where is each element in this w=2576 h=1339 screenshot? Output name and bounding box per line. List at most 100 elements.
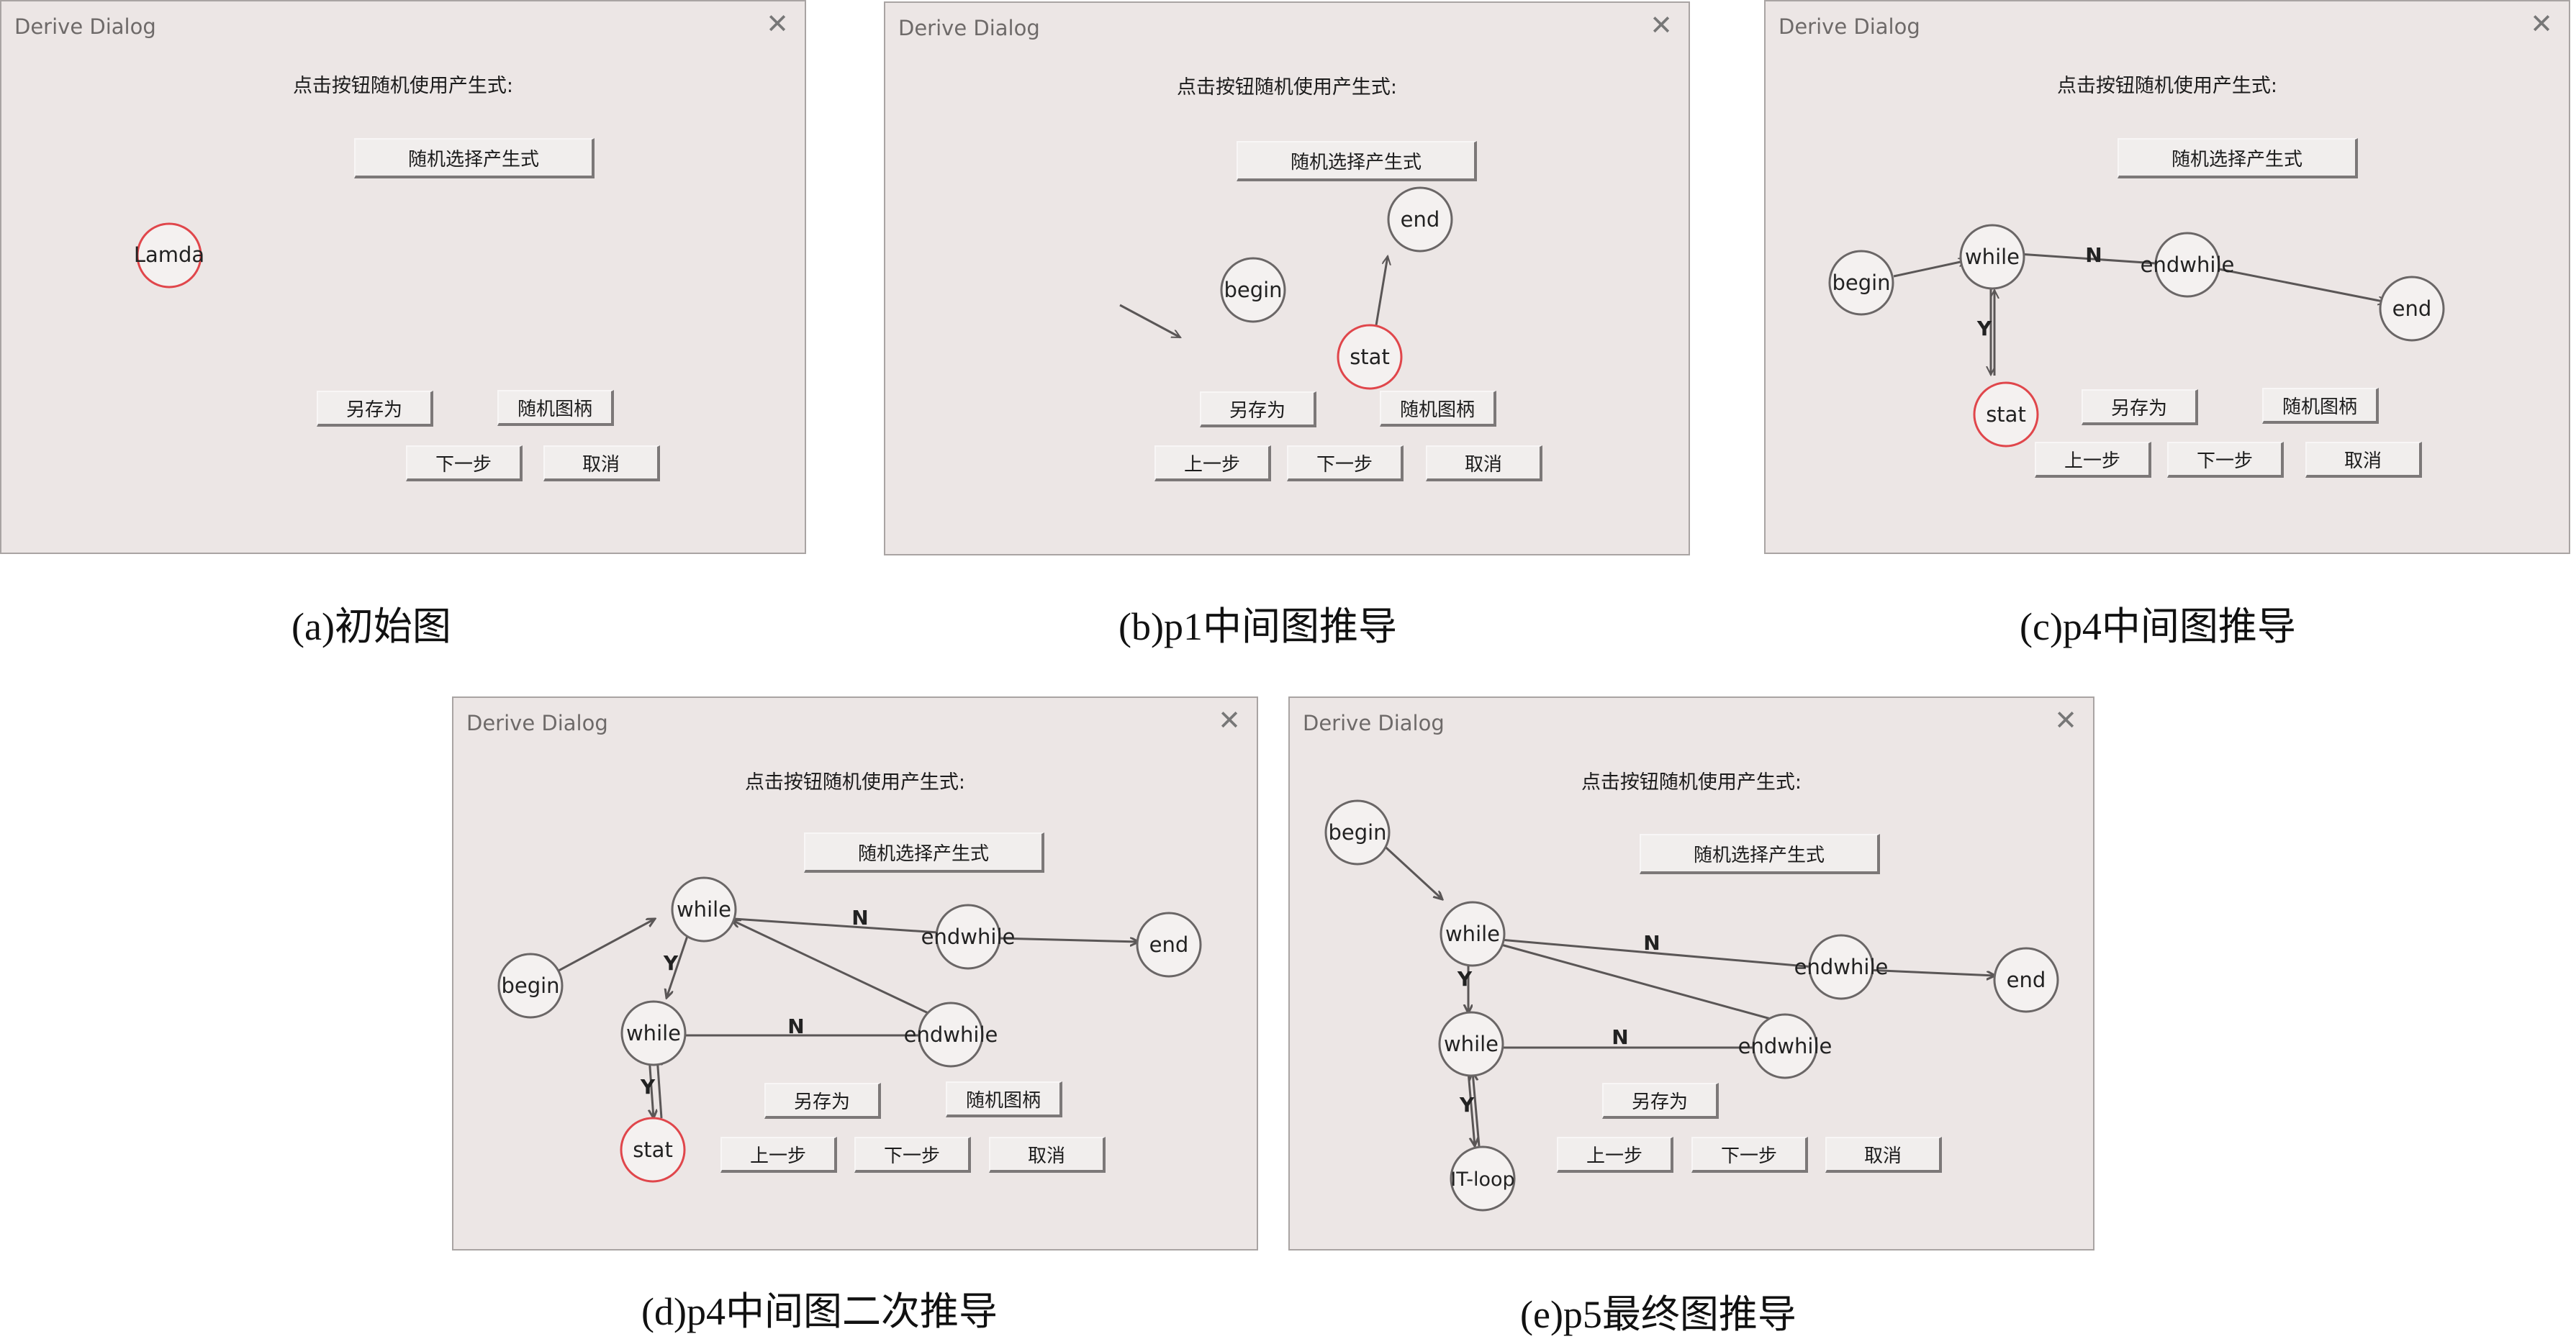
graph-node — [620, 1000, 687, 1066]
edge-label: Y — [663, 951, 679, 975]
node-label: begin — [501, 973, 559, 998]
graph-node — [1438, 1011, 1504, 1077]
graph-edge — [1119, 304, 1180, 339]
close-icon[interactable]: ✕ — [766, 8, 789, 40]
caption-c: (c)p4中间图推导 — [2020, 605, 2296, 648]
graph-node — [1220, 257, 1286, 323]
random-graph-button[interactable]: 随机图柄 — [1380, 391, 1496, 427]
choose-production-button[interactable]: 随机选择产生式 — [1640, 834, 1880, 874]
choose-production-button[interactable]: 随机选择产生式 — [1237, 141, 1477, 181]
save-as-button[interactable]: 另存为 — [1602, 1083, 1719, 1119]
node-label: end — [1149, 932, 1189, 957]
save-as-button[interactable]: 另存为 — [2082, 389, 2198, 425]
graph-node — [2379, 276, 2445, 342]
cancel-button[interactable]: 取消 — [543, 445, 660, 481]
graph-node — [620, 1117, 686, 1183]
cancel-button[interactable]: 取消 — [989, 1137, 1106, 1173]
node-label: stat — [1986, 402, 2026, 427]
choose-production-button[interactable]: 随机选择产生式 — [804, 832, 1044, 873]
derivation-graph: N Y N Y begin while endwhile end while e… — [1324, 799, 2059, 1212]
graph-edge — [1375, 256, 1388, 326]
graph-node — [1828, 250, 1894, 316]
save-as-button[interactable]: 另存为 — [764, 1083, 881, 1119]
next-step-button[interactable]: 下一步 — [1287, 445, 1404, 481]
graph-node — [918, 1002, 984, 1068]
graph-node — [935, 904, 1001, 970]
save-as-button[interactable]: 另存为 — [317, 391, 433, 427]
graph-edge — [2018, 253, 2156, 265]
next-step-button[interactable]: 下一步 — [2167, 442, 2284, 478]
prompt-text: 点击按钮随机使用产生式: — [2056, 75, 2278, 97]
node-label: endwhile — [1794, 955, 1889, 979]
caption-a: (a)初始图 — [292, 605, 451, 648]
edge-label: Y — [640, 1075, 656, 1099]
node-label: while — [626, 1021, 681, 1045]
graph-node — [1752, 1013, 1818, 1079]
edge-label: N — [851, 906, 868, 930]
edge-label: N — [787, 1015, 804, 1038]
prev-step-button[interactable]: 上一步 — [2035, 442, 2151, 478]
dialog-e: Derive Dialog ✕ 点击按钮随机使用产生式: 随机选择产生式 N Y… — [1288, 696, 2094, 1251]
node-label: while — [1965, 245, 2020, 269]
edge-label: Y — [1457, 967, 1473, 991]
graph-node — [1973, 381, 2039, 448]
node-label: begin — [1832, 271, 1890, 295]
close-icon[interactable]: ✕ — [2530, 8, 2553, 40]
cancel-button[interactable]: 取消 — [1426, 445, 1542, 481]
cancel-button[interactable]: 取消 — [1825, 1137, 1942, 1173]
graph-node — [1993, 947, 2059, 1013]
edge-label: Y — [1459, 1093, 1475, 1117]
cancel-button[interactable]: 取消 — [2305, 442, 2422, 478]
prev-step-button[interactable]: 上一步 — [1557, 1137, 1673, 1173]
graph-edge — [1893, 260, 1967, 278]
derivation-graph: N Y N Y begin while endwhile end while e… — [497, 876, 1202, 1183]
prompt-text: 点击按钮随机使用产生式: — [1581, 771, 1802, 794]
choose-production-button[interactable]: 随机选择产生式 — [2118, 138, 2358, 178]
graph-node — [671, 876, 737, 943]
dialog-b: Derive Dialog ✕ 点击按钮随机使用产生式: 随机选择产生式 end… — [884, 1, 1690, 555]
next-step-button[interactable]: 下一步 — [854, 1137, 971, 1173]
dialog-c: Derive Dialog ✕ 点击按钮随机使用产生式: 随机选择产生式 N Y… — [1764, 0, 2570, 554]
graph-edge — [997, 937, 1139, 942]
dialog-title: Derive Dialog — [898, 16, 1040, 40]
graph-node — [136, 222, 202, 289]
graph-edge — [1486, 940, 1805, 1030]
save-as-button[interactable]: 另存为 — [1200, 391, 1316, 427]
edge-label: N — [2085, 243, 2102, 267]
close-icon[interactable]: ✕ — [1218, 704, 1241, 736]
random-graph-button[interactable]: 随机图柄 — [946, 1081, 1062, 1117]
next-step-button[interactable]: 下一步 — [1691, 1137, 1808, 1173]
title-bar: Derive Dialog ✕ — [885, 3, 1689, 52]
close-icon[interactable]: ✕ — [1650, 9, 1673, 41]
graph-node — [1324, 799, 1391, 866]
graph-node — [1450, 1145, 1516, 1212]
graph-node — [1959, 224, 2025, 290]
graph-edge — [1865, 968, 1995, 976]
node-label: begin — [1328, 820, 1386, 845]
node-label: end — [1401, 207, 1440, 232]
node-label: end — [2007, 968, 2046, 992]
next-step-button[interactable]: 下一步 — [406, 445, 523, 481]
graph-edge — [732, 920, 935, 1017]
prev-step-button[interactable]: 上一步 — [1154, 445, 1271, 481]
graph-node — [497, 953, 564, 1019]
node-label: Lamda — [134, 242, 204, 267]
graph-edge — [657, 1057, 661, 1119]
title-bar: Derive Dialog ✕ — [1290, 698, 2093, 747]
caption-d: (d)p4中间图二次推导 — [641, 1290, 998, 1333]
choose-production-button[interactable]: 随机选择产生式 — [354, 138, 595, 178]
node-label: endwhile — [921, 925, 1016, 949]
random-graph-button[interactable]: 随机图柄 — [497, 390, 614, 426]
prompt-text: 点击按钮随机使用产生式: — [292, 75, 514, 97]
node-label: stat — [1350, 345, 1390, 369]
dialog-d: Derive Dialog ✕ 点击按钮随机使用产生式: 随机选择产生式 N Y… — [452, 696, 1258, 1251]
dialog-title: Derive Dialog — [1303, 711, 1445, 735]
node-label: while — [1444, 1032, 1499, 1056]
edge-label: N — [1612, 1025, 1628, 1049]
graph-edge — [1467, 1071, 1475, 1146]
random-graph-button[interactable]: 随机图柄 — [2262, 388, 2379, 424]
caption-b: (b)p1中间图推导 — [1118, 605, 1397, 648]
node-label: begin — [1224, 278, 1282, 302]
close-icon[interactable]: ✕ — [2054, 704, 2077, 736]
prev-step-button[interactable]: 上一步 — [720, 1137, 837, 1173]
